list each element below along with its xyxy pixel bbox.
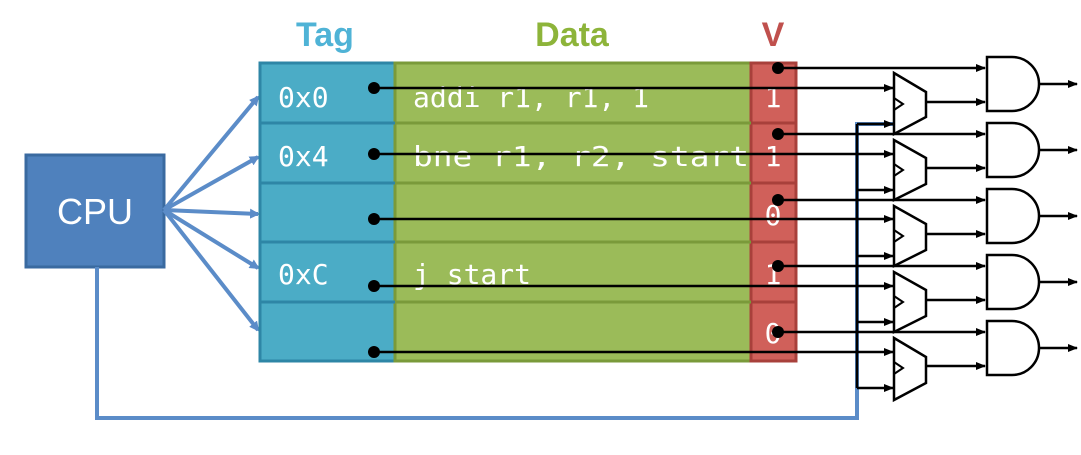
comparators — [892, 70, 928, 403]
fanout-arrow — [162, 95, 260, 212]
data-header: Data — [535, 16, 610, 54]
data-column — [393, 61, 753, 363]
comparator — [892, 269, 928, 335]
row-tag: 0x0 — [278, 81, 329, 114]
cache-row: 0 — [765, 199, 782, 232]
cache-row: 0x0 addi r1, r1, 1 1 — [278, 81, 781, 114]
cpu-fanout-arrows — [162, 95, 260, 332]
compare-outputs — [926, 98, 986, 370]
and-gate — [985, 121, 1041, 179]
row-tag: 0xC — [278, 258, 329, 291]
and-gate — [985, 253, 1041, 311]
row-valid: 1 — [765, 140, 782, 173]
comparator — [892, 137, 928, 203]
row-valid: 0 — [765, 199, 782, 232]
cpu-box — [24, 153, 166, 269]
tag-wires — [374, 84, 894, 356]
tag-header: Tag — [296, 16, 354, 54]
and-gate — [985, 55, 1041, 113]
comparator — [892, 70, 928, 137]
and-gate — [985, 319, 1041, 377]
fanout-arrow — [162, 208, 260, 270]
row-data: addi r1, r1, 1 — [413, 81, 649, 114]
valid-wires — [778, 64, 986, 336]
cache-table — [258, 61, 798, 363]
valid-header: V — [762, 16, 785, 54]
fanout-arrow — [162, 208, 260, 332]
row-data: bne r1, r2, start — [413, 140, 749, 173]
valid-wire-dots — [772, 62, 784, 338]
cache-row: 0x4 bne r1, r2, start 1 — [278, 140, 781, 173]
and-gate — [985, 187, 1041, 245]
cpu-label: CPU — [57, 191, 133, 232]
row-tag: 0x4 — [278, 140, 329, 173]
tag-wire-dots — [368, 82, 380, 358]
row-valid: 1 — [765, 81, 782, 114]
valid-column — [749, 61, 798, 363]
fanout-arrow — [163, 208, 260, 219]
hit-outputs — [1039, 80, 1078, 352]
address-bus — [855, 120, 894, 392]
tag-column — [258, 61, 397, 363]
comparator-notches — [893, 97, 905, 375]
comparator — [892, 203, 928, 269]
comparator — [892, 335, 928, 403]
and-gates — [985, 55, 1041, 377]
fanout-arrow — [163, 155, 260, 212]
